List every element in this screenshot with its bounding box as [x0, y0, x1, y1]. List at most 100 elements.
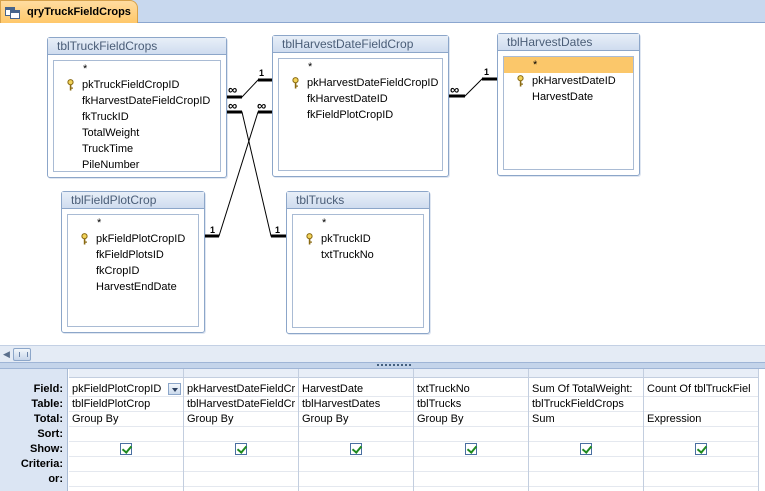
- table-title[interactable]: tblFieldPlotCrop: [62, 192, 204, 209]
- grid-column-4[interactable]: txtTruckNo tblTrucks Group By: [414, 369, 529, 491]
- field-cell[interactable]: Sum Of TotalWeight:: [529, 382, 643, 397]
- field-item[interactable]: PileNumber: [82, 159, 140, 171]
- total-cell[interactable]: Sum: [529, 412, 643, 427]
- field-item[interactable]: pkTruckFieldCropID: [54, 77, 220, 93]
- field-list[interactable]: * pkHarvestDateFieldCropID fkHarvestDate…: [278, 58, 443, 171]
- table-box-tblfieldplotcrop[interactable]: tblFieldPlotCrop * pkFieldPlotCropID fkF…: [61, 191, 205, 333]
- show-cell[interactable]: [69, 442, 183, 457]
- field-cell[interactable]: pkHarvestDateFieldCr: [184, 382, 298, 397]
- field-all-columns-selected[interactable]: *: [504, 57, 633, 73]
- field-item[interactable]: pkFieldPlotCropID: [68, 231, 198, 247]
- dropdown-arrow-icon[interactable]: [168, 383, 181, 395]
- field-all-columns[interactable]: *: [97, 217, 102, 229]
- field-list[interactable]: * pkFieldPlotCropID fkFieldPlotsID fkCro…: [67, 214, 199, 327]
- field-item[interactable]: HarvestDate: [532, 91, 594, 103]
- table-pane-scrollbar[interactable]: ◀: [0, 345, 765, 362]
- table-title[interactable]: tblTrucks: [287, 192, 429, 209]
- show-checkbox[interactable]: [695, 443, 707, 455]
- show-cell[interactable]: [644, 442, 758, 457]
- show-checkbox[interactable]: [465, 443, 477, 455]
- column-selector[interactable]: [529, 369, 643, 378]
- grid-column-3[interactable]: HarvestDate tblHarvestDates Group By: [299, 369, 414, 491]
- criteria-cell[interactable]: [414, 457, 528, 472]
- criteria-cell[interactable]: [69, 457, 183, 472]
- show-cell[interactable]: [414, 442, 528, 457]
- field-item[interactable]: pkHarvestDateID: [504, 73, 633, 89]
- sort-cell[interactable]: [299, 427, 413, 442]
- field-all-columns[interactable]: *: [308, 61, 313, 73]
- grid-column-1[interactable]: pkFieldPlotCropID tblFieldPlotCrop Group…: [69, 369, 184, 491]
- field-item[interactable]: fkFieldPlotCropID: [307, 109, 394, 121]
- table-cell[interactable]: tblFieldPlotCrop: [69, 397, 183, 412]
- table-cell[interactable]: [644, 397, 758, 412]
- scroll-left-icon[interactable]: ◀: [3, 349, 10, 359]
- or-cell[interactable]: [299, 472, 413, 487]
- table-title[interactable]: tblHarvestDateFieldCrop: [273, 36, 448, 53]
- or-cell[interactable]: [69, 472, 183, 487]
- or-cell[interactable]: [644, 472, 758, 487]
- field-item[interactable]: HarvestEndDate: [96, 281, 177, 293]
- column-selector[interactable]: [184, 369, 298, 378]
- grid-column-2[interactable]: pkHarvestDateFieldCr tblHarvestDateField…: [184, 369, 299, 491]
- field-cell[interactable]: txtTruckNo: [414, 382, 528, 397]
- field-item[interactable]: pkHarvestDateFieldCropID: [279, 75, 442, 91]
- field-item[interactable]: TotalWeight: [82, 127, 140, 139]
- sort-cell[interactable]: [184, 427, 298, 442]
- total-cell[interactable]: Group By: [184, 412, 298, 427]
- criteria-cell[interactable]: [644, 457, 758, 472]
- show-cell[interactable]: [299, 442, 413, 457]
- table-cell[interactable]: tblTruckFieldCrops: [529, 397, 643, 412]
- table-box-tblharvestdatefieldcrop[interactable]: tblHarvestDateFieldCrop * pkHarvestDateF…: [272, 35, 449, 177]
- join-line-truckfieldcrops-harvestdatefieldcrop[interactable]: [227, 78, 272, 99]
- field-list[interactable]: * pkTruckFieldCropID fkHarvestDateFieldC…: [53, 60, 221, 172]
- criteria-cell[interactable]: [299, 457, 413, 472]
- field-item[interactable]: TruckTime: [82, 143, 134, 155]
- join-line-harvestdatefieldcrop-harvestdates[interactable]: [449, 77, 497, 98]
- query-document-tab[interactable]: qryTruckFieldCrops: [0, 0, 138, 23]
- field-list[interactable]: * pkHarvestDateID HarvestDate: [503, 56, 634, 170]
- field-cell[interactable]: HarvestDate: [299, 382, 413, 397]
- field-cell[interactable]: Count Of tblTruckFiel: [644, 382, 758, 397]
- field-item[interactable]: fkHarvestDateID: [307, 93, 388, 105]
- or-cell[interactable]: [184, 472, 298, 487]
- field-item[interactable]: fkTruckID: [82, 111, 129, 123]
- table-box-tbltruckfieldcrops[interactable]: tblTruckFieldCrops * pkTruckFieldCropID …: [47, 37, 227, 178]
- table-cell[interactable]: tblHarvestDates: [299, 397, 413, 412]
- splitter-grip-icon[interactable]: [377, 364, 411, 367]
- table-box-tblharvestdates[interactable]: tblHarvestDates * pkHarvestDateID Harves…: [497, 33, 640, 176]
- table-cell[interactable]: tblTrucks: [414, 397, 528, 412]
- sort-cell[interactable]: [69, 427, 183, 442]
- field-item[interactable]: txtTruckNo: [321, 249, 374, 261]
- sort-cell[interactable]: [644, 427, 758, 442]
- pane-splitter[interactable]: [0, 362, 765, 369]
- field-cell[interactable]: pkFieldPlotCropID: [69, 382, 183, 397]
- column-selector[interactable]: [299, 369, 413, 378]
- table-title[interactable]: tblTruckFieldCrops: [48, 38, 226, 55]
- grid-column-6[interactable]: Count Of tblTruckFiel Expression: [644, 369, 759, 491]
- table-box-tbltrucks[interactable]: tblTrucks * pkTruckID txtTruckNo: [286, 191, 430, 334]
- scroll-thumb[interactable]: [13, 348, 31, 361]
- show-cell[interactable]: [529, 442, 643, 457]
- field-all-columns[interactable]: *: [322, 217, 327, 229]
- column-selector[interactable]: [414, 369, 528, 378]
- field-list[interactable]: * pkTruckID txtTruckNo: [292, 214, 424, 328]
- total-cell[interactable]: Group By: [69, 412, 183, 427]
- table-pane[interactable]: tblTruckFieldCrops * pkTruckFieldCropID …: [0, 23, 765, 345]
- show-cell[interactable]: [184, 442, 298, 457]
- show-checkbox[interactable]: [350, 443, 362, 455]
- or-cell[interactable]: [414, 472, 528, 487]
- field-item[interactable]: fkFieldPlotsID: [96, 249, 164, 261]
- field-item[interactable]: fkHarvestDateFieldCropID: [82, 95, 211, 107]
- table-cell[interactable]: tblHarvestDateFieldCr: [184, 397, 298, 412]
- field-item[interactable]: fkCropID: [96, 265, 140, 277]
- criteria-cell[interactable]: [529, 457, 643, 472]
- total-cell[interactable]: Expression: [644, 412, 758, 427]
- column-selector[interactable]: [69, 369, 183, 378]
- column-selector[interactable]: [644, 369, 758, 378]
- field-all-columns[interactable]: *: [83, 63, 88, 75]
- sort-cell[interactable]: [529, 427, 643, 442]
- show-checkbox[interactable]: [120, 443, 132, 455]
- total-cell[interactable]: Group By: [299, 412, 413, 427]
- sort-cell[interactable]: [414, 427, 528, 442]
- show-checkbox[interactable]: [580, 443, 592, 455]
